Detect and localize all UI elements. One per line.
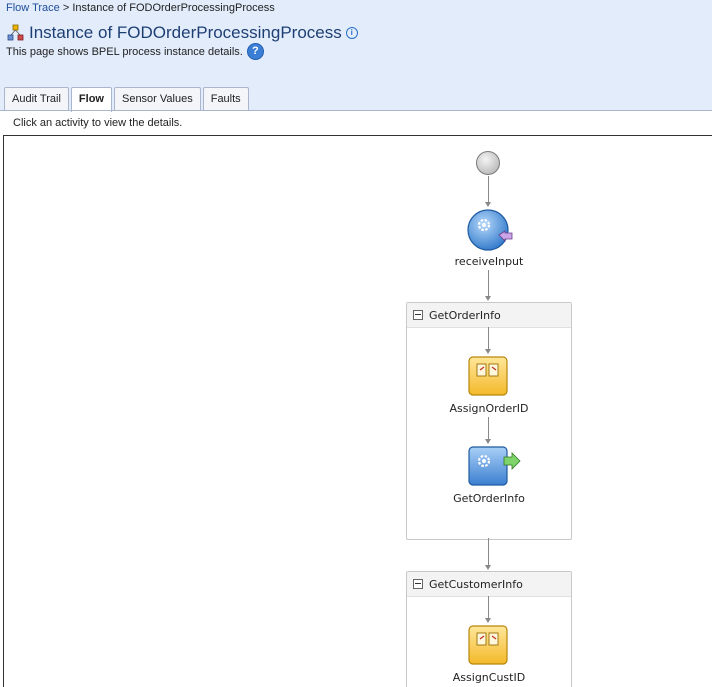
edge-scope2-assign: [488, 596, 489, 620]
page-subtitle: This page shows BPEL process instance de…: [6, 45, 243, 58]
edge-arrowhead: [485, 202, 491, 207]
invoke-activity-icon[interactable]: [468, 446, 522, 488]
receive-activity-icon[interactable]: [466, 208, 516, 252]
breadcrumb: Flow Trace > Instance of FODOrderProcess…: [6, 2, 275, 14]
collapse-icon[interactable]: [413, 310, 423, 320]
tab-sensor-values[interactable]: Sensor Values: [113, 87, 201, 110]
scope-label: GetOrderInfo: [429, 308, 501, 322]
edge-scope1-scope2: [488, 538, 489, 566]
edge-scope1-assign: [488, 327, 489, 351]
process-icon: [7, 24, 24, 41]
get-order-info-label[interactable]: GetOrderInfo: [453, 492, 525, 505]
tab-bar: Audit Trail Flow Sensor Values Faults: [4, 87, 251, 112]
info-icon[interactable]: i: [345, 27, 358, 39]
scope-header: GetCustomerInfo: [407, 572, 571, 597]
scope-label: GetCustomerInfo: [429, 577, 523, 591]
breadcrumb-separator: >: [62, 2, 70, 14]
page-header: Flow Trace > Instance of FODOrderProcess…: [0, 0, 712, 112]
subtitle-row: This page shows BPEL process instance de…: [6, 43, 264, 60]
tab-faults[interactable]: Faults: [202, 87, 249, 110]
edge-arrowhead: [485, 439, 491, 444]
edge-arrowhead: [485, 349, 491, 354]
title-row: Instance of FODOrderProcessingProcess i: [7, 20, 358, 46]
breadcrumb-flow-trace-link[interactable]: Flow Trace: [6, 2, 60, 14]
tab-audit-trail[interactable]: Audit Trail: [4, 87, 69, 110]
receive-input-label[interactable]: receiveInput: [454, 255, 524, 268]
tab-flow[interactable]: Flow: [70, 87, 112, 112]
edge-assign-invoke: [488, 417, 489, 441]
edge-arrowhead: [485, 618, 491, 623]
edge-arrowhead: [485, 296, 491, 301]
flow-canvas: receiveInput GetOrderInfo AssignOrderID: [3, 135, 712, 687]
edge-start-receive: [488, 176, 489, 202]
instruction-text: Click an activity to view the details.: [13, 117, 183, 129]
help-icon[interactable]: ?: [246, 43, 264, 60]
edge-receive-scope1: [488, 270, 489, 298]
page-title: Instance of FODOrderProcessingProcess: [29, 23, 342, 42]
edge-arrowhead: [485, 565, 491, 570]
assign-order-id-label[interactable]: AssignOrderID: [449, 402, 529, 415]
assign-activity-icon[interactable]: [468, 625, 510, 667]
assign-activity-icon[interactable]: [468, 356, 510, 398]
scope-header: GetOrderInfo: [407, 303, 571, 328]
breadcrumb-current: Instance of FODOrderProcessingProcess: [72, 2, 275, 14]
assign-cust-id-label[interactable]: AssignCustID: [452, 671, 526, 684]
start-node-icon[interactable]: [475, 150, 501, 176]
collapse-icon[interactable]: [413, 579, 423, 589]
scope-get-order-info[interactable]: GetOrderInfo: [406, 302, 572, 540]
tab-underline: [0, 110, 712, 111]
